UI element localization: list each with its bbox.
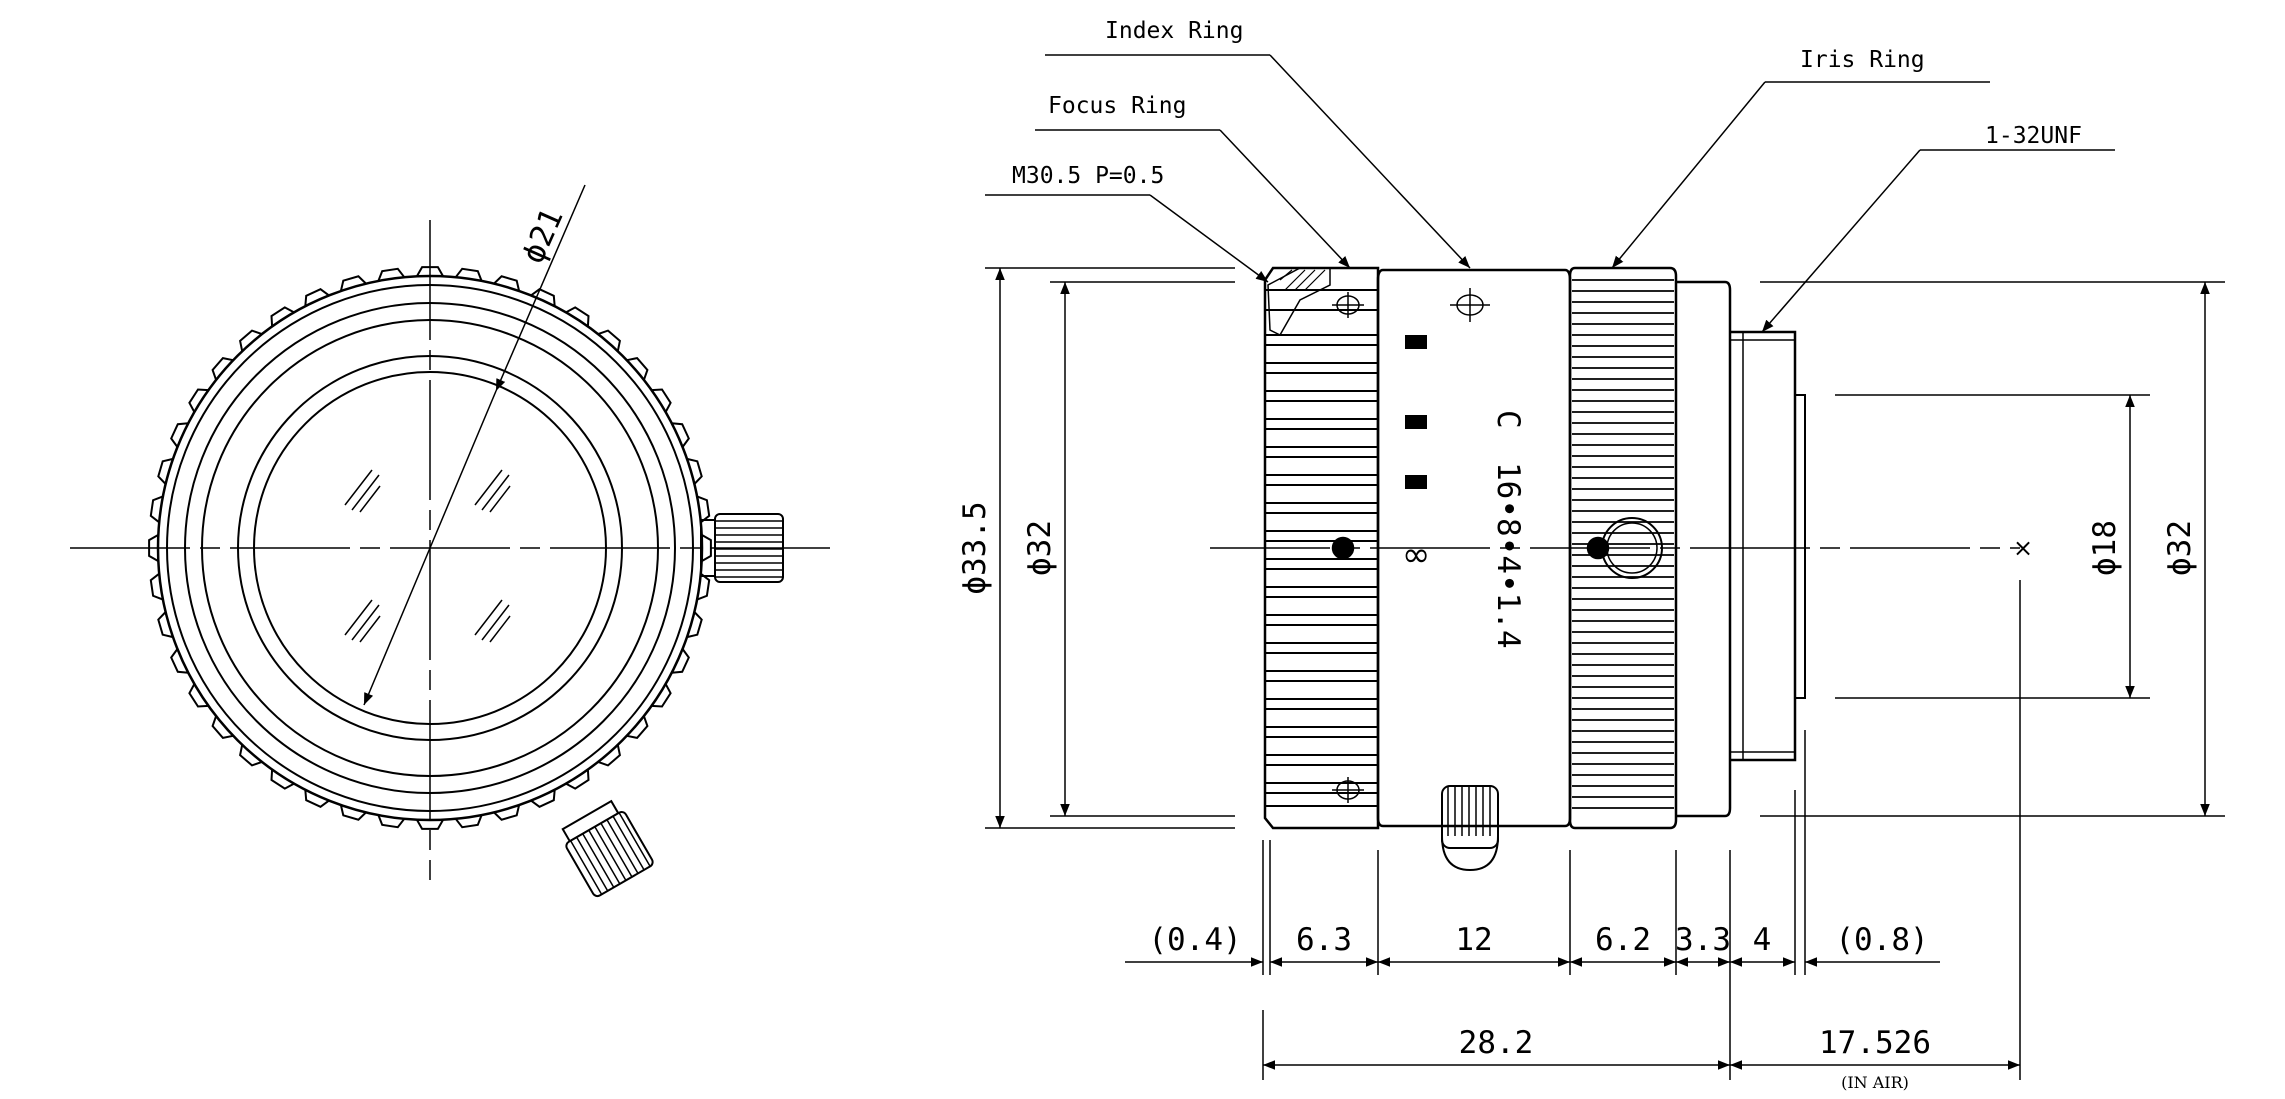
knurl-tooth bbox=[651, 388, 672, 413]
knurl-tooth bbox=[626, 715, 649, 739]
dim-len-28-2: 28.2 bbox=[1459, 1025, 1534, 1061]
knurl-tooth bbox=[530, 789, 556, 808]
glass-hatch bbox=[344, 469, 511, 643]
knurl-tooth bbox=[339, 804, 367, 821]
knurl-tooth bbox=[211, 357, 234, 381]
front-view bbox=[70, 184, 830, 898]
knurl-tooth bbox=[149, 495, 164, 524]
dim-len-17-526: 17.526 bbox=[1819, 1025, 1931, 1061]
dim-len-12: 12 bbox=[1455, 922, 1492, 958]
dim-len-3-3: 3.3 bbox=[1675, 922, 1731, 958]
knurl-tooth bbox=[170, 422, 189, 448]
dim-dia-33-5: ϕ33.5 bbox=[957, 501, 993, 594]
knurl-tooth bbox=[671, 648, 690, 674]
front-diameter-label: ϕ21 bbox=[515, 203, 571, 269]
knurl-tooth bbox=[686, 457, 703, 485]
focus-ring-label: Focus Ring bbox=[1048, 93, 1186, 119]
knurl-tooth bbox=[157, 611, 174, 639]
in-air-note: (IN AIR) bbox=[1841, 1073, 1909, 1092]
dim-len-0-4: (0.4) bbox=[1148, 922, 1241, 958]
knurl-tooth bbox=[170, 648, 189, 674]
knurl-tooth bbox=[211, 715, 234, 739]
mount-label: 1-32UNF bbox=[1985, 123, 2082, 149]
knurl-tooth bbox=[671, 422, 690, 448]
knurl-tooth bbox=[270, 769, 295, 790]
knurl-tooth bbox=[565, 769, 590, 790]
knurl-tooth bbox=[597, 329, 621, 352]
dim-dia-32-right: ϕ32 bbox=[2162, 520, 2198, 576]
knurl-tooth bbox=[188, 388, 209, 413]
mount-letter-marking: C bbox=[1490, 410, 1526, 429]
knurl-tooth bbox=[304, 288, 330, 307]
knurl-tooth bbox=[157, 457, 174, 485]
iris-ring bbox=[1568, 266, 1678, 830]
knurl-tooth bbox=[597, 744, 621, 767]
dim-len-6-3: 6.3 bbox=[1296, 922, 1352, 958]
index-ring-label: Index Ring bbox=[1105, 18, 1243, 44]
knurl-tooth bbox=[454, 267, 483, 282]
knurl-tooth bbox=[377, 267, 406, 282]
knurl-tooth bbox=[493, 804, 521, 821]
knurl-tooth bbox=[239, 744, 263, 767]
knurl-tooth bbox=[416, 266, 444, 277]
focus-ring bbox=[1263, 266, 1380, 830]
knurl-tooth bbox=[270, 306, 295, 327]
dim-dia-32-left: ϕ32 bbox=[1022, 520, 1058, 576]
knurl-tooth bbox=[565, 306, 590, 327]
f-number-marking: 16•8•4•1.4 bbox=[1490, 462, 1526, 649]
knurl-tooth bbox=[377, 814, 406, 829]
knurl-tooth bbox=[148, 534, 159, 562]
svg-text:×: × bbox=[2013, 534, 2033, 562]
knurl-tooth bbox=[304, 789, 330, 808]
knurl-tooth bbox=[454, 814, 483, 829]
knurl-tooth bbox=[339, 275, 367, 292]
dim-len-6-2: 6.2 bbox=[1595, 922, 1651, 958]
knurl-tooth bbox=[188, 683, 209, 708]
dim-dia-18: ϕ18 bbox=[2087, 520, 2123, 576]
iris-ring-label: Iris Ring bbox=[1800, 47, 1925, 73]
knurl-tooth bbox=[651, 683, 672, 708]
knurl-tooth bbox=[493, 275, 521, 292]
knurl-tooth bbox=[626, 357, 649, 381]
knurl-tooth bbox=[701, 534, 712, 562]
iris-lock-screw bbox=[561, 799, 654, 898]
focus-lock-screw-right bbox=[700, 513, 784, 583]
thread-label: M30.5 P=0.5 bbox=[1012, 163, 1164, 189]
dim-len-0-8: (0.8) bbox=[1835, 922, 1928, 958]
infinity-marking: ∞ bbox=[1402, 535, 1430, 575]
knurl-tooth bbox=[530, 288, 556, 307]
knurl-tooth bbox=[239, 329, 263, 352]
knurl-tooth bbox=[686, 611, 703, 639]
rear-mount bbox=[1676, 280, 1806, 818]
front-knurl-ring bbox=[148, 266, 712, 830]
knurl-tooth bbox=[149, 572, 164, 601]
knurl-tooth bbox=[416, 819, 444, 830]
side-view: × bbox=[985, 54, 2225, 1080]
dim-len-4: 4 bbox=[1753, 922, 1772, 958]
